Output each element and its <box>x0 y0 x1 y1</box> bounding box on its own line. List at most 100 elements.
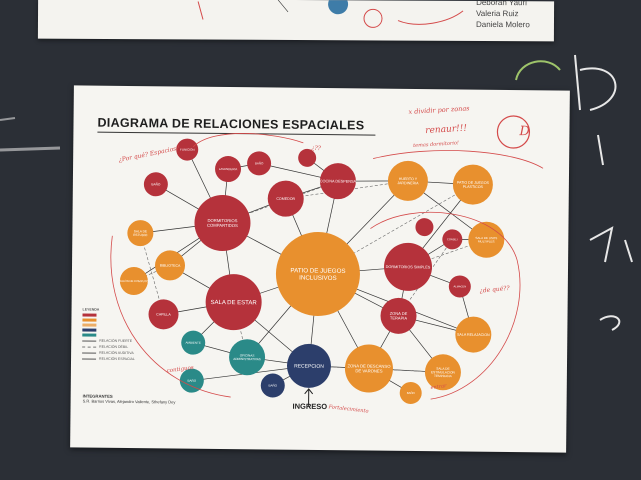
legend-swatch-light-orange <box>82 323 97 327</box>
team-name: Valeria Ruiz <box>476 8 519 19</box>
space-node-circle <box>319 163 356 200</box>
space-node: HUERTO YJARDINERIA <box>387 160 428 201</box>
handwritten-note: contiguos <box>166 365 194 374</box>
space-node-label: BAÑO <box>255 160 264 165</box>
ink-scribble <box>192 133 304 147</box>
space-node-label: PATIO DE JUEGOSINCLUSIVOS <box>290 267 345 282</box>
space-node-circle <box>399 381 422 404</box>
space-node: BAÑO <box>247 151 272 176</box>
space-node-label: PATIO DE JUEGOSPLASTICOS <box>457 181 490 189</box>
handwritten-annotations: ¿Por qué? Espacios? ¿?? x dividir por zona… <box>110 104 544 415</box>
legend-swatch-teal <box>82 333 97 337</box>
handwritten-note: ¿?? <box>311 145 322 152</box>
space-node-circle <box>267 180 304 217</box>
space-node-circle <box>179 368 204 393</box>
space-node <box>298 148 317 167</box>
handwritten-note: entrar <box>430 383 447 391</box>
handwritten-note: Fortalecimiento <box>327 404 369 415</box>
space-node-circle <box>119 267 148 296</box>
legend-line-strong: RELACIÓN FUERTE <box>82 339 142 344</box>
space-node: BAÑO <box>399 381 422 404</box>
space-node-label: SALON DE COMPUTO <box>119 279 149 283</box>
space-node-label: CAPILLA <box>156 313 171 317</box>
space-node: SALA DE USOSMULTIPLES <box>468 221 505 258</box>
space-node: BAÑO <box>179 368 204 393</box>
space-node-circle <box>275 231 360 316</box>
space-node-label: COMEDOR <box>276 197 295 201</box>
entrance-arrow <box>304 388 314 406</box>
space-node-label: LAVANDERIA <box>219 167 238 171</box>
space-node: ZONA DETERAPIA <box>380 297 417 334</box>
space-node-label: BIBLIOTECA <box>160 264 181 268</box>
space-node-circle <box>442 229 463 250</box>
space-node-label: ZONA DE DESCANSODE VARONES <box>347 363 391 373</box>
space-node-circle <box>452 164 493 205</box>
entrance-label: INGRESO <box>292 401 328 412</box>
space-node-label: OFICINASADMINISTRATIVAS <box>233 353 261 361</box>
space-nodes: PATIO DE JUEGOSINCLUSIVOSDORMITORIOSCOMP… <box>119 138 505 406</box>
space-node: SALA RELAJACION <box>455 316 492 353</box>
team-names-list: Deborah Yauri Valeria Ruiz Daniela Moler… <box>476 0 530 30</box>
space-node: OFICINASADMINISTRATIVAS <box>229 339 266 376</box>
space-node-label: DORMITORIOS SIMPLES <box>386 265 431 269</box>
ink-scribble <box>496 115 531 149</box>
space-node-circle <box>215 156 242 183</box>
space-node: CAPILLA <box>148 299 179 330</box>
space-node: PATIO DE JUEGOSINCLUSIVOS <box>275 231 360 316</box>
space-node-circle <box>424 354 461 391</box>
handwritten-note: ¿de qué?? <box>479 285 511 295</box>
space-node: SALA DE ESTAR <box>205 274 262 331</box>
space-node-label: SALA DEESTUDIO <box>133 229 148 237</box>
space-node-circle <box>229 339 266 376</box>
space-node: ALMACEN <box>448 275 471 298</box>
space-node-label: RECEPCION <box>294 363 324 369</box>
space-node-label: CONSEJ <box>447 237 458 241</box>
space-node-label: FUNICION <box>180 148 195 152</box>
space-node: BAÑO <box>143 172 168 197</box>
handwritten-note: renaur!!! <box>425 124 468 136</box>
legend-swatch-orange <box>82 318 97 322</box>
space-node: FUNICION <box>176 138 199 161</box>
team-block: INTEGRANTES S.R. Barrios Vivas, Alejandr… <box>83 394 203 405</box>
space-node: BAÑO <box>260 373 285 398</box>
team-name: Deborah Yauri <box>476 0 527 8</box>
space-node-circle <box>194 194 251 251</box>
legend-line-weak: RELACIÓN DÉBIL <box>82 345 142 350</box>
space-node-circle <box>181 330 206 355</box>
legend-swatch-red <box>82 313 97 317</box>
space-node-label: HUERTO YJARDINERIA <box>397 177 419 185</box>
handwritten-note: D <box>518 124 530 139</box>
handwritten-note: ¿Por qué? Espacios? <box>118 145 181 164</box>
top-poster-sheet: Deborah Yauri Valeria Ruiz Daniela Moler… <box>37 0 555 42</box>
space-node: COCINA DESPENSA <box>319 163 357 200</box>
space-node-circle <box>387 160 428 201</box>
space-node-circle <box>148 299 179 330</box>
space-node-circle <box>260 373 285 398</box>
space-node-circle <box>415 218 434 237</box>
top-sheet-diagram-fragment <box>197 0 464 28</box>
space-node: SALA DEESTIMULACIONTEMPRANA <box>424 354 461 391</box>
legend-line-auditory: RELACIÓN AUDITIVA <box>82 351 142 356</box>
space-node-label: BAÑO <box>151 181 161 186</box>
weak-relation-line <box>407 239 487 268</box>
space-node-label: COCINA DESPENSA <box>320 179 357 183</box>
handwritten-note: temas dormitorio! <box>413 140 459 149</box>
space-node-circle <box>143 172 168 197</box>
team-name: Daniela Molero <box>475 19 530 30</box>
space-node: PATIO DE JUEGOSPLASTICOS <box>452 164 493 205</box>
legend-line-spatial: RELACIÓN ESPACIAL <box>82 357 142 362</box>
space-node-circle <box>286 343 331 388</box>
space-node: SALA DEESTUDIO <box>127 220 154 247</box>
legend-swatch-navy <box>82 328 97 332</box>
space-node-label: BAÑO <box>407 390 416 395</box>
legend: LEYENDA RELACIÓN FUERTE RELACIÓN DÉBIL R… <box>82 308 143 364</box>
space-node-label: SALA DE USOSMULTIPLES <box>475 236 497 244</box>
handwritten-note: x dividir por zonas <box>408 104 470 116</box>
space-node-circle <box>155 250 186 281</box>
space-node-circle <box>127 220 154 247</box>
space-node-circle <box>380 297 417 334</box>
space-node-label: ALMACEN <box>454 284 467 288</box>
space-node: SALON DE COMPUTO <box>119 267 149 296</box>
space-node-circle <box>205 274 262 331</box>
